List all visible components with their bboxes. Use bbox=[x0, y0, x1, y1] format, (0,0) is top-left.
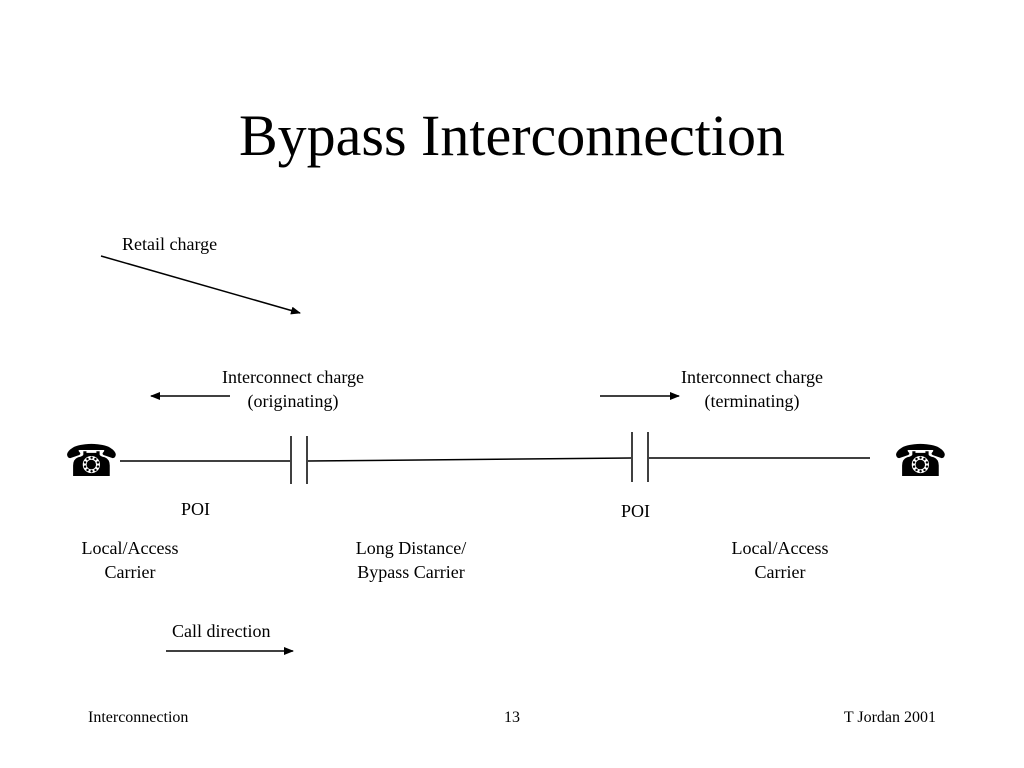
carrier-middle-line1: Long Distance/ bbox=[355, 538, 467, 558]
poi-left-label: POI bbox=[181, 499, 211, 519]
interconnect-originating-line2: (originating) bbox=[247, 391, 339, 411]
poi-left-marker bbox=[290, 436, 308, 484]
long-distance-line bbox=[307, 457, 632, 462]
retail-charge-arrow bbox=[100, 255, 301, 315]
interconnect-originating-line1: Interconnect charge bbox=[221, 367, 365, 387]
carrier-left-line2: Carrier bbox=[104, 562, 156, 582]
slide-title: Bypass Interconnection bbox=[238, 103, 785, 168]
telephone-icon: ☎ bbox=[893, 436, 948, 487]
retail-charge-label: Retail charge bbox=[122, 234, 218, 254]
footer-right: T Jordan 2001 bbox=[843, 709, 936, 726]
carrier-right-line2: Carrier bbox=[754, 562, 806, 582]
carrier-right-line1: Local/Access bbox=[731, 538, 829, 558]
carrier-middle-label: Long Distance/ Bypass Carrier bbox=[331, 536, 491, 584]
interconnect-terminating-line2: (terminating) bbox=[704, 391, 800, 411]
interconnect-originating-label: Interconnect charge (originating) bbox=[203, 365, 383, 413]
interconnect-terminating-label: Interconnect charge (terminating) bbox=[662, 365, 842, 413]
carrier-left-label: Local/Access Carrier bbox=[55, 536, 205, 584]
interconnect-terminating-line1: Interconnect charge bbox=[680, 367, 824, 387]
poi-right-marker bbox=[631, 432, 649, 482]
call-direction-label: Call direction bbox=[172, 621, 271, 641]
carrier-right-label: Local/Access Carrier bbox=[705, 536, 855, 584]
carrier-left-line1: Local/Access bbox=[81, 538, 179, 558]
footer-left: Interconnection bbox=[88, 709, 189, 726]
telephone-icon: ☎ bbox=[64, 436, 119, 487]
poi-right-label: POI bbox=[621, 501, 651, 521]
slide-number: 13 bbox=[504, 709, 520, 726]
carrier-middle-line2: Bypass Carrier bbox=[357, 562, 465, 582]
